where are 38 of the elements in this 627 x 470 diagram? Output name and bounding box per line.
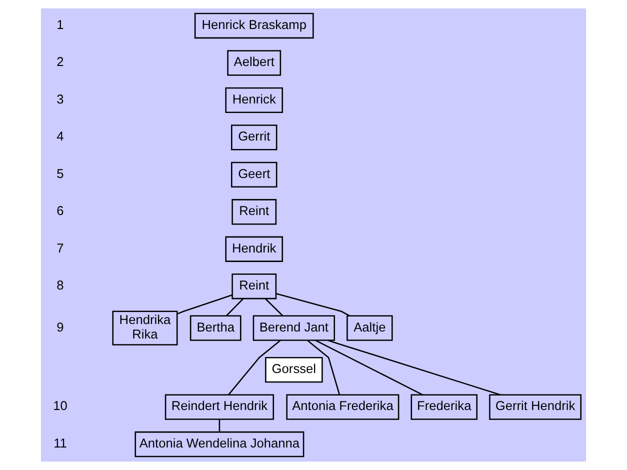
label: 9 — [56, 319, 64, 334]
label: 10 — [53, 398, 68, 414]
node-box: Gerrit Hendrik — [489, 394, 582, 420]
label: 3 — [56, 91, 64, 106]
node-box: Henrick — [225, 87, 283, 114]
connector — [307, 340, 340, 395]
node-box: Henrick Braskamp — [194, 12, 314, 39]
label: 7 — [56, 240, 64, 256]
node-box: Antonia Wendelina Johanna — [134, 431, 304, 458]
connector — [176, 294, 232, 315]
label: 1 — [56, 16, 64, 32]
label: 2 — [56, 54, 64, 70]
label: 4 — [56, 128, 64, 144]
node-box: Reint — [232, 199, 277, 225]
label: 5 — [56, 166, 64, 181]
connector — [328, 340, 501, 396]
node-box: Berend Jant — [252, 315, 335, 341]
connector — [228, 340, 281, 395]
node-box: Aaltje — [346, 315, 393, 341]
node-box: Geert — [231, 162, 278, 188]
node-box: Gerrit — [231, 124, 278, 150]
node-box: Hendrik — [225, 236, 283, 262]
label: 6 — [56, 203, 64, 218]
node-box: Aelbert — [227, 50, 282, 76]
node-box: Reindert Hendrik — [164, 394, 274, 420]
node-box: Bertha — [190, 315, 242, 341]
node-box: Gorssel — [265, 356, 323, 383]
label: 8 — [56, 278, 64, 293]
node-box: Hendrika Rika — [112, 310, 178, 346]
label: 11 — [54, 435, 67, 450]
connector — [226, 298, 244, 316]
connector — [264, 298, 283, 316]
connector — [218, 419, 220, 432]
connector — [315, 340, 423, 396]
node-box: Reint — [232, 274, 277, 300]
connector — [276, 293, 350, 316]
node-box: Antonia Frederika — [286, 394, 400, 420]
node-box: Frederika — [410, 394, 478, 420]
